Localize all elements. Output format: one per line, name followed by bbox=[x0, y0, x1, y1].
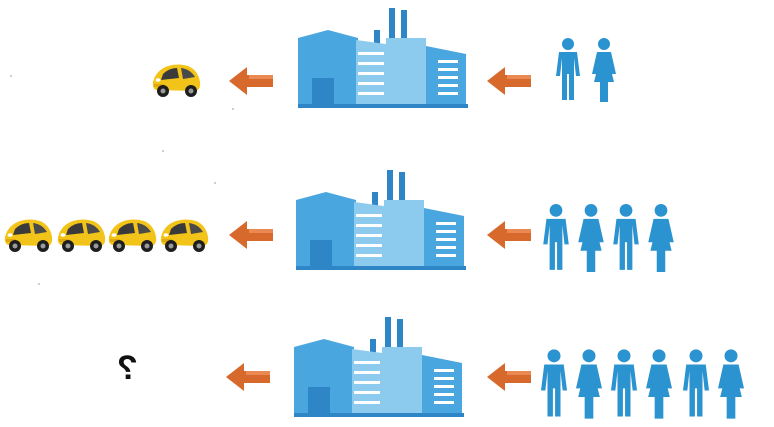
person-male-icon bbox=[543, 204, 569, 272]
person-female-icon bbox=[646, 349, 672, 419]
person-male-icon bbox=[541, 349, 567, 419]
person-female-icon bbox=[592, 38, 616, 102]
scan-speck bbox=[38, 283, 40, 285]
person-female-icon bbox=[718, 349, 744, 419]
person-female-icon bbox=[576, 349, 602, 419]
person-male-icon bbox=[683, 349, 709, 419]
factory-icon bbox=[294, 317, 464, 417]
person-male-icon bbox=[613, 204, 639, 272]
arrow-left-icon bbox=[229, 67, 273, 95]
scan-speck bbox=[214, 182, 216, 184]
scan-speck bbox=[10, 75, 12, 77]
scan-speck bbox=[162, 150, 164, 152]
row-1 bbox=[0, 2, 774, 122]
car-icon bbox=[2, 215, 54, 255]
arrow-left-icon bbox=[487, 363, 531, 391]
car-icon bbox=[106, 215, 158, 255]
scan-speck bbox=[232, 108, 234, 110]
factory-icon bbox=[298, 8, 468, 108]
person-male-icon bbox=[611, 349, 637, 419]
car-icon bbox=[55, 215, 107, 255]
person-female-icon bbox=[648, 204, 674, 272]
row-2 bbox=[0, 162, 774, 282]
arrow-left-icon bbox=[487, 67, 531, 95]
arrow-left-icon bbox=[229, 221, 273, 249]
person-female-icon bbox=[578, 204, 604, 272]
question-mark: ? bbox=[117, 349, 138, 387]
row-3: ? bbox=[0, 307, 774, 427]
car-icon bbox=[150, 60, 202, 100]
arrow-left-icon bbox=[226, 363, 270, 391]
person-male-icon bbox=[556, 38, 580, 102]
arrow-left-icon bbox=[487, 221, 531, 249]
factory-icon bbox=[296, 170, 466, 270]
car-icon bbox=[158, 215, 210, 255]
